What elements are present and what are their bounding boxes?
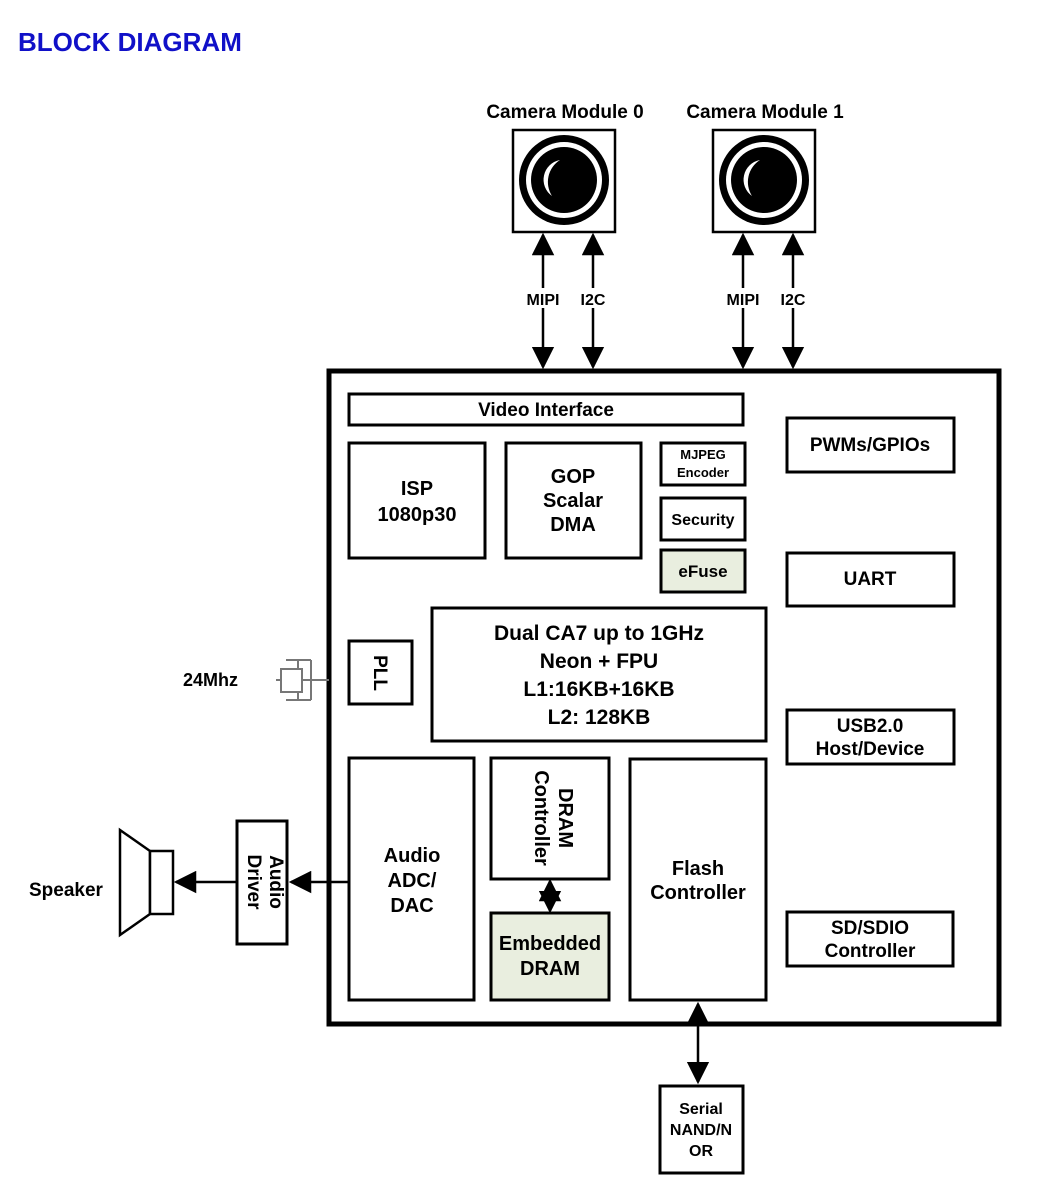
dram-controller-line-2: Controller — [530, 770, 552, 866]
audio-line-3: DAC — [390, 895, 433, 917]
nand-line-1: Serial — [679, 1101, 723, 1118]
dram-controller-block: DRAM Controller — [489, 756, 611, 881]
flash-line-2: Controller — [650, 882, 746, 904]
mipi-0-label: MIPI — [527, 292, 560, 309]
speaker-icon — [118, 827, 175, 938]
embedded-dram-line-1: Embedded — [499, 933, 601, 955]
nand-line-2: NAND/N — [670, 1122, 732, 1139]
nand-line-3: OR — [689, 1143, 713, 1160]
serial-nand-block: Serial NAND/N OR — [658, 1084, 745, 1175]
isp-line-2: 1080p30 — [378, 504, 457, 526]
cpu-line-1: Dual CA7 up to 1GHz — [494, 622, 704, 645]
camera-lens-icon — [719, 135, 809, 225]
i2c-1-label: I2C — [781, 292, 806, 309]
uart-block: UART — [785, 551, 956, 608]
pwm-gpio-label: PWMs/GPIOs — [810, 435, 930, 456]
video-interface-block: Video Interface — [347, 392, 745, 427]
camera-lens-icon — [519, 135, 609, 225]
cpu-line-4: L2: 128KB — [548, 706, 651, 729]
gop-line-1: GOP — [551, 466, 595, 488]
sdio-line-2: Controller — [825, 941, 916, 962]
mipi-1-label: MIPI — [727, 292, 760, 309]
security-label: Security — [671, 512, 734, 529]
audio-driver-block: Audio Driver — [235, 819, 289, 946]
pll-label: PLL — [369, 655, 390, 691]
audio-driver-line-2: Driver — [243, 855, 264, 911]
crystal-label: 24Mhz — [183, 670, 238, 690]
usb-block: USB2.0 Host/Device — [785, 708, 956, 766]
audio-driver-line-1: Audio — [265, 855, 286, 909]
audio-line-2: ADC/ — [388, 870, 437, 892]
isp-block: ISP 1080p30 — [347, 441, 487, 560]
embedded-dram-line-2: DRAM — [520, 958, 580, 980]
mjpeg-line-1: MJPEG — [680, 447, 726, 462]
pll-block: PLL — [347, 639, 414, 706]
page-title: BLOCK DIAGRAM — [18, 27, 242, 57]
video-interface-label: Video Interface — [478, 400, 614, 421]
cpu-line-3: L1:16KB+16KB — [523, 678, 674, 701]
camera-1-label: Camera Module 1 — [686, 102, 844, 123]
dram-controller-line-1: DRAM — [554, 788, 576, 848]
gop-line-2: Scalar — [543, 490, 603, 512]
audio-line-1: Audio — [384, 845, 441, 867]
crystal-icon — [276, 659, 329, 701]
camera-0-label: Camera Module 0 — [486, 102, 643, 123]
gop-block: GOP Scalar DMA — [504, 441, 643, 560]
flash-controller-block: Flash Controller — [628, 757, 768, 1002]
sdio-line-1: SD/SDIO — [831, 918, 909, 939]
cpu-line-2: Neon + FPU — [540, 650, 658, 673]
efuse-label: eFuse — [678, 562, 727, 581]
embedded-dram-block: Embedded DRAM — [489, 911, 611, 1002]
flash-line-1: Flash — [672, 858, 724, 880]
speaker-label: Speaker — [29, 880, 104, 901]
camera-module-1: Camera Module 1 — [686, 102, 844, 234]
usb-line-1: USB2.0 — [837, 716, 904, 737]
sdio-block: SD/SDIO Controller — [785, 910, 955, 968]
mjpeg-encoder-block: MJPEG Encoder — [659, 441, 747, 487]
efuse-block: eFuse — [659, 548, 747, 594]
isp-line-1: ISP — [401, 478, 433, 500]
mjpeg-line-2: Encoder — [677, 465, 729, 480]
uart-label: UART — [844, 569, 897, 590]
cpu-block: Dual CA7 up to 1GHz Neon + FPU L1:16KB+1… — [430, 606, 768, 743]
security-block: Security — [659, 496, 747, 542]
camera-module-0: Camera Module 0 — [486, 102, 644, 234]
pwm-gpio-block: PWMs/GPIOs — [785, 416, 956, 474]
i2c-0-label: I2C — [581, 292, 606, 309]
gop-line-3: DMA — [550, 514, 596, 536]
audio-block: Audio ADC/ DAC — [347, 756, 476, 1002]
usb-line-2: Host/Device — [816, 739, 925, 760]
